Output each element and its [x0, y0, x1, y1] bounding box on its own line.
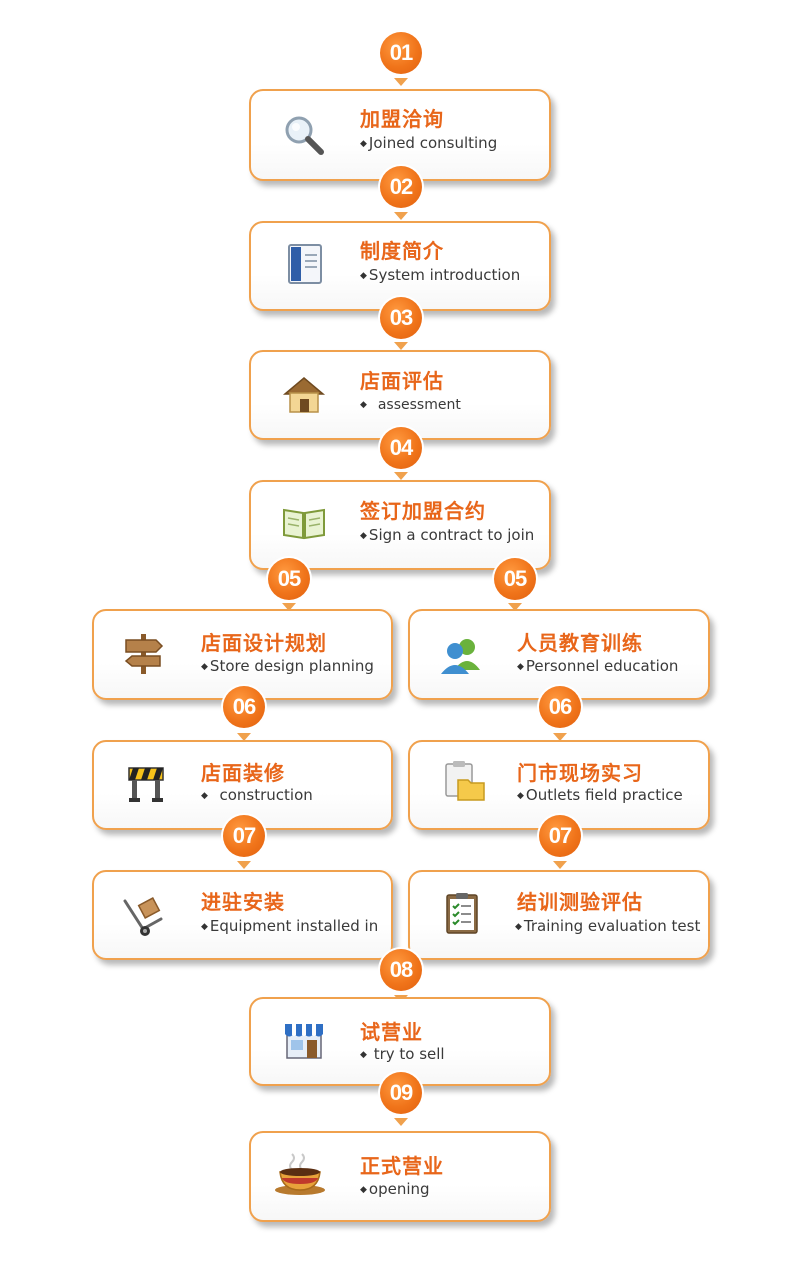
- arrow-pointer: [553, 861, 567, 869]
- step-subtitle: ◆Sign a contract to join: [360, 526, 534, 544]
- bullet-icon: ◆: [201, 791, 208, 801]
- hand-truck-icon: [121, 893, 167, 939]
- arrow-pointer: [394, 1118, 408, 1126]
- step-number-badge: 07: [223, 815, 265, 857]
- bullet-icon: ◆: [360, 400, 367, 410]
- magnifier-icon: [281, 112, 327, 158]
- step-title: 制度简介: [360, 239, 444, 263]
- step-number-badge: 09: [380, 1072, 422, 1114]
- step-title: 正式营业: [360, 1154, 444, 1178]
- step-subtitle-text: Equipment installed in: [209, 917, 379, 935]
- document-icon: [281, 241, 327, 287]
- barrier-icon: [123, 760, 169, 806]
- step-subtitle: ◆System introduction: [360, 266, 520, 284]
- step-title: 门市现场实习: [517, 761, 643, 785]
- bullet-icon: ◆: [360, 1185, 367, 1195]
- arrow-pointer: [394, 78, 408, 86]
- coffee-cup-icon: [272, 1150, 328, 1196]
- step-subtitle: ◆ construction: [201, 786, 313, 804]
- arrow-pointer: [394, 212, 408, 220]
- step-number-badge: 08: [380, 949, 422, 991]
- step-subtitle-text: try to sell: [373, 1045, 445, 1063]
- bullet-icon: ◆: [201, 922, 208, 932]
- arrow-pointer: [237, 733, 251, 741]
- step-subtitle-text: Outlets field practice: [525, 786, 683, 804]
- step-subtitle-text: construction: [219, 786, 313, 804]
- step-title: 加盟洽询: [360, 107, 444, 131]
- step-subtitle: ◆Equipment installed in: [201, 917, 378, 935]
- step-box-equipment-installed: [92, 870, 393, 960]
- step-subtitle-text: opening: [368, 1180, 430, 1198]
- open-book-icon: [281, 500, 327, 546]
- step-subtitle: ◆Training evaluation test: [515, 917, 700, 935]
- bullet-icon: ◆: [517, 791, 524, 801]
- step-title: 店面装修: [201, 761, 285, 785]
- bullet-icon: ◆: [201, 662, 208, 672]
- bullet-icon: ◆: [360, 531, 367, 541]
- step-number-badge: 02: [380, 166, 422, 208]
- step-number-badge: 06: [539, 686, 581, 728]
- step-number-badge: 05: [268, 558, 310, 600]
- step-number-badge: 04: [380, 427, 422, 469]
- step-number-badge: 05: [494, 558, 536, 600]
- arrow-pointer: [237, 861, 251, 869]
- step-subtitle-text: Store design planning: [209, 657, 374, 675]
- step-subtitle-text: System introduction: [368, 266, 521, 284]
- step-title: 试营业: [360, 1020, 423, 1044]
- arrow-pointer: [282, 603, 296, 611]
- step-number-badge: 06: [223, 686, 265, 728]
- arrow-pointer: [394, 342, 408, 350]
- storefront-icon: [281, 1016, 327, 1062]
- bullet-icon: ◆: [515, 922, 522, 932]
- step-subtitle-text: Training evaluation test: [523, 917, 701, 935]
- checklist-icon: [440, 890, 486, 936]
- clipboard-folder-icon: [442, 758, 488, 804]
- step-number-badge: 07: [539, 815, 581, 857]
- bullet-icon: ◆: [360, 271, 367, 281]
- step-subtitle: ◆ assessment: [360, 397, 461, 413]
- step-subtitle-text: Sign a contract to join: [368, 526, 535, 544]
- bullet-icon: ◆: [360, 1050, 367, 1060]
- arrow-pointer: [508, 603, 522, 611]
- step-title: 结训测验评估: [517, 890, 643, 914]
- step-subtitle: ◆Outlets field practice: [517, 786, 683, 804]
- step-title: 人员教育训练: [517, 631, 643, 655]
- step-number-badge: 01: [380, 32, 422, 74]
- step-title: 进驻安装: [201, 890, 285, 914]
- step-box-store-design-planning: [92, 609, 393, 700]
- arrow-pointer: [394, 472, 408, 480]
- step-subtitle-text: Joined consulting: [368, 134, 498, 152]
- step-subtitle: ◆Joined consulting: [360, 134, 497, 152]
- step-subtitle: ◆ try to sell: [360, 1045, 445, 1063]
- bullet-icon: ◆: [360, 139, 367, 149]
- signpost-icon: [120, 630, 166, 676]
- house-icon: [281, 372, 327, 418]
- step-subtitle: ◆opening: [360, 1180, 430, 1198]
- step-subtitle: ◆Personnel education: [517, 657, 678, 675]
- step-subtitle-text: assessment: [377, 397, 461, 413]
- users-icon: [438, 632, 484, 678]
- step-title: 店面设计规划: [201, 631, 327, 655]
- bullet-icon: ◆: [517, 662, 524, 672]
- step-number-badge: 03: [380, 297, 422, 339]
- step-subtitle: ◆Store design planning: [201, 657, 374, 675]
- arrow-pointer: [553, 733, 567, 741]
- step-subtitle-text: Personnel education: [525, 657, 679, 675]
- step-title: 店面评估: [360, 369, 444, 393]
- step-title: 签订加盟合约: [360, 499, 486, 523]
